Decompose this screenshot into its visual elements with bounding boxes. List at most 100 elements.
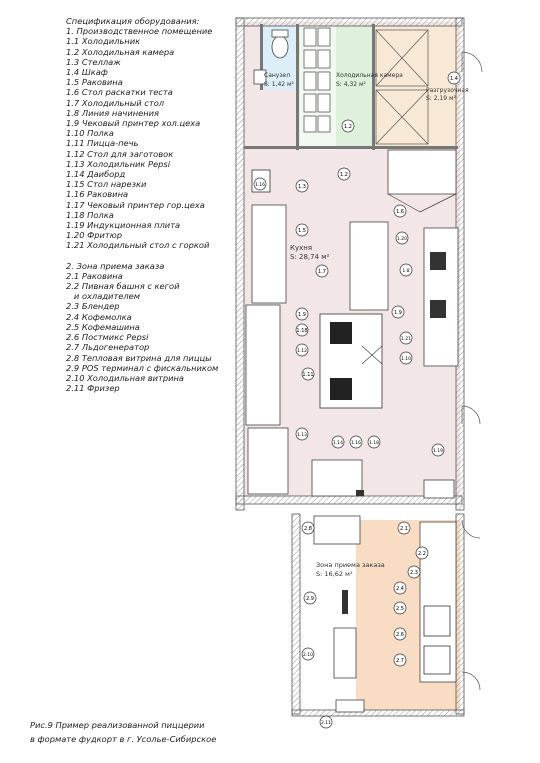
spec-zone1-list: 1. Производственное помещение 1.1 Холоди… bbox=[66, 26, 246, 250]
spec-item: 1.12 Стол для заготовок bbox=[66, 148, 174, 159]
svg-text:2.5: 2.5 bbox=[396, 606, 404, 612]
room-area: S: 4,32 м² bbox=[336, 81, 367, 88]
equipment-tag: 1.20 bbox=[395, 231, 409, 245]
svg-text:1.2: 1.2 bbox=[344, 124, 352, 130]
spec-item: 2.10 Холодильная витрина bbox=[66, 372, 184, 383]
spec-item: 2.9 POS терминал с фискальником bbox=[66, 362, 219, 373]
equipment-tag: 1.6 bbox=[393, 204, 407, 218]
equipment-tag: 2.7 bbox=[393, 653, 407, 667]
induction-stove bbox=[430, 252, 446, 270]
equipment-tag: 1.5 bbox=[295, 223, 309, 237]
fryer bbox=[430, 300, 446, 318]
svg-text:2.2: 2.2 bbox=[418, 551, 426, 557]
equipment-tag: 1.18 bbox=[295, 323, 309, 337]
spec-item: 1.11 Пицца-печь bbox=[66, 138, 139, 149]
equipment-tag: 2.2 bbox=[415, 546, 429, 560]
spec-item: 1.2 Холодильная камера bbox=[66, 46, 175, 57]
spec-item: 1.9 Чековый принтер хол.цеха bbox=[66, 118, 201, 129]
partition bbox=[372, 24, 375, 150]
svg-text:2.7: 2.7 bbox=[396, 658, 404, 664]
sink-icon bbox=[423, 479, 455, 499]
spec-item: и охладителем bbox=[66, 291, 141, 302]
equipment-tag: 1.3 bbox=[295, 179, 309, 193]
pizza-display bbox=[313, 515, 361, 545]
svg-text:1.10: 1.10 bbox=[401, 356, 411, 362]
room-area: S: 28,74 м² bbox=[290, 253, 330, 261]
spec-item: 1.4 Шкаф bbox=[66, 67, 108, 78]
spec-item: 1.20 Фритюр bbox=[66, 230, 122, 241]
svg-text:1.3: 1.3 bbox=[298, 184, 306, 190]
cold-table bbox=[349, 221, 389, 311]
equipment-tag: 1.12 bbox=[295, 343, 309, 357]
svg-text:1.7: 1.7 bbox=[318, 269, 326, 275]
spec-item: 1.7 Холодильный стол bbox=[66, 97, 165, 108]
spec-item: 2.4 Кофемолка bbox=[66, 311, 132, 322]
partition bbox=[244, 146, 458, 149]
equipment-tag: 2.3 bbox=[407, 565, 421, 579]
postmix bbox=[423, 645, 451, 675]
spec-item: 2.2 Пивная башня с кегой bbox=[66, 281, 180, 292]
partition bbox=[296, 24, 299, 150]
svg-text:1.18: 1.18 bbox=[369, 440, 379, 446]
svg-text:1.8: 1.8 bbox=[402, 268, 409, 274]
storage-crates bbox=[375, 29, 429, 145]
spec-zone2-list: 2. Зона приема заказа 2.1 Раковина 2.2 П… bbox=[66, 261, 246, 394]
equipment-tag: 1.10 bbox=[399, 351, 413, 365]
toilet-tank bbox=[271, 29, 289, 38]
equipment-tag: 2.8 bbox=[301, 521, 315, 535]
east-wall bbox=[455, 513, 465, 715]
svg-text:1.4: 1.4 bbox=[450, 76, 458, 82]
svg-text:1.6: 1.6 bbox=[396, 209, 404, 215]
equipment-tag: 2.11 bbox=[319, 715, 333, 729]
oven-chamber bbox=[330, 378, 352, 400]
room-labels: Санузел S: 1,42 м² Холодильная камера S:… bbox=[264, 72, 469, 578]
spec-item: 1.18 Полка bbox=[66, 209, 114, 220]
spec-item: 1.17 Чековый принтер гор.цеха bbox=[66, 199, 205, 210]
caption-line: в формате фудкорт в г. Усолье-Сибирское bbox=[30, 734, 217, 744]
equipment-tags: 1.4 1.2 1.2 1.3 1.5 1.7 1.6 1.20 1.8 1.9… bbox=[253, 71, 461, 729]
equipment-tag: 1.19 bbox=[431, 443, 445, 457]
spec-item: 2. Зона приема заказа bbox=[66, 260, 165, 271]
equipment-tag: 1.21 bbox=[399, 331, 413, 345]
svg-text:1.18: 1.18 bbox=[296, 328, 307, 334]
svg-text:1.16: 1.16 bbox=[351, 440, 361, 446]
south-wall bbox=[291, 709, 465, 717]
equipment-tag: 1.16 bbox=[253, 177, 267, 191]
svg-text:1.5: 1.5 bbox=[298, 228, 306, 234]
equipment-tag: 1.16 bbox=[349, 435, 363, 449]
spec-item: 2.5 Кофемашина bbox=[66, 321, 140, 332]
svg-text:1.11: 1.11 bbox=[302, 372, 313, 378]
equipment-tag: 2.4 bbox=[393, 581, 407, 595]
svg-text:2.11: 2.11 bbox=[321, 720, 331, 726]
dough-table bbox=[251, 204, 287, 304]
door-swings bbox=[461, 51, 483, 691]
unloading-room bbox=[374, 26, 458, 148]
hot-line bbox=[423, 227, 459, 367]
cutting-table bbox=[311, 459, 363, 497]
spec-item: 1.15 Стол нарезки bbox=[66, 179, 147, 190]
spec-item: 1.14 Даиборд bbox=[66, 169, 126, 180]
svg-text:1.21: 1.21 bbox=[401, 336, 411, 342]
toilet-icon bbox=[271, 35, 289, 59]
svg-text:1.9: 1.9 bbox=[298, 312, 306, 318]
printer-icon bbox=[356, 490, 364, 496]
spec-item: 1.6 Стол раскатки теста bbox=[66, 87, 173, 98]
room-label: Санузел bbox=[264, 72, 290, 79]
sink-icon bbox=[253, 69, 267, 85]
svg-text:2.8: 2.8 bbox=[304, 526, 312, 532]
cold-chamber-shelving bbox=[303, 27, 331, 133]
west-wall bbox=[291, 513, 301, 715]
north-wall bbox=[235, 17, 463, 27]
room-label: Кухня bbox=[290, 244, 312, 252]
equipment-tag: 2.5 bbox=[393, 601, 407, 615]
equipment-tag: 1.2 bbox=[337, 167, 351, 181]
svg-text:2.1: 2.1 bbox=[400, 526, 408, 532]
equipment-tag: 1.14 bbox=[331, 435, 345, 449]
equipment-tag: 1.2 bbox=[341, 119, 355, 133]
caption-line: Рис.9 Пример реализованной пиццерии bbox=[30, 720, 205, 730]
equipment-tag: 1.9 bbox=[295, 307, 309, 321]
svg-text:1.16: 1.16 bbox=[255, 182, 265, 188]
svg-text:2.6: 2.6 bbox=[396, 632, 404, 638]
svg-text:1.14: 1.14 bbox=[333, 440, 343, 446]
